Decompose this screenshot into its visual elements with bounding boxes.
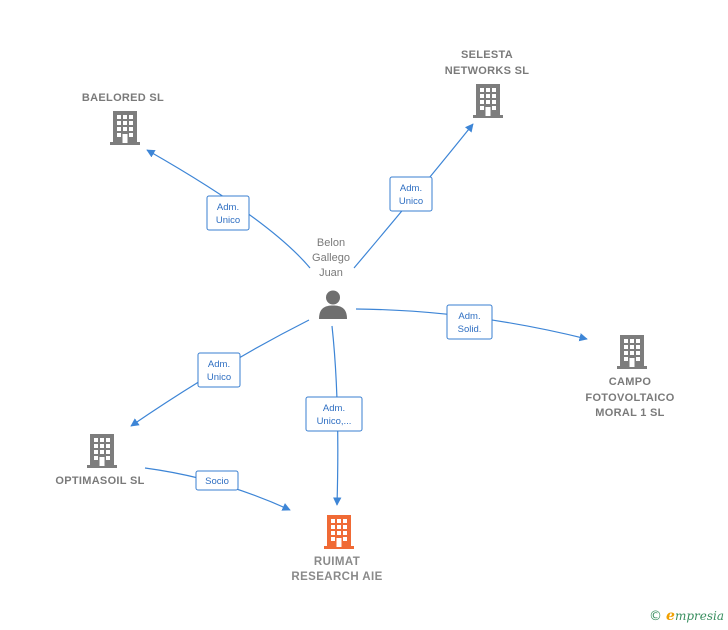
building-icon <box>617 335 647 369</box>
node-person[interactable]: Belon Gallego Juan <box>312 237 350 319</box>
building-icon <box>324 515 354 549</box>
edge-label-line: Unico <box>207 372 231 383</box>
node-label-line: NETWORKS SL <box>445 65 530 77</box>
node-label-line: Belon <box>317 237 345 249</box>
edge-label-optimasoil-ruimat[interactable]: Socio <box>195 470 239 491</box>
edge-label-line: Adm. <box>217 202 239 213</box>
edge-label-line: Adm. <box>323 403 345 414</box>
edge-label-line: Socio <box>205 476 229 487</box>
node-label-line: FOTOVOLTAICO <box>585 392 674 404</box>
brand-watermark: ©empresia <box>649 608 724 624</box>
node-label-line: CAMPO <box>609 376 652 388</box>
building-icon <box>87 434 117 468</box>
node-ruimat[interactable]: RUIMAT RESEARCH AIE <box>291 515 382 583</box>
node-label-line: SELESTA <box>461 49 513 61</box>
building-icon <box>110 111 140 145</box>
edge-label-line: Adm. <box>208 359 230 370</box>
brand-logo-initial: e <box>666 608 675 624</box>
node-selesta[interactable]: SELESTA NETWORKS SL <box>445 49 530 118</box>
node-label-line: RESEARCH AIE <box>291 571 382 583</box>
node-label-line: OPTIMASOIL SL <box>55 475 144 487</box>
node-label-line: BAELORED SL <box>82 92 164 104</box>
node-label-line: MORAL 1 SL <box>595 407 664 419</box>
node-baelored[interactable]: BAELORED SL <box>82 92 164 145</box>
person-icon <box>319 290 347 319</box>
node-optimasoil[interactable]: OPTIMASOIL SL <box>55 434 144 487</box>
edge-label-line: Unico <box>216 215 240 226</box>
edge-label-optimasoil[interactable]: Adm. Unico <box>197 352 241 388</box>
brand-logo-text: mpresia <box>674 609 724 623</box>
building-icon <box>473 84 503 118</box>
copyright-icon: © <box>649 609 663 624</box>
edge-label-line: Solid. <box>458 324 482 335</box>
node-label-line: Gallego <box>312 252 350 264</box>
node-label-line: Juan <box>319 267 343 279</box>
node-label-line: RUIMAT <box>314 556 360 568</box>
edge-label-line: Adm. <box>458 311 480 322</box>
edge-label-baelored[interactable]: Adm. Unico <box>206 195 250 231</box>
edge-label-line: Unico,... <box>317 416 352 427</box>
edge-label-ruimat[interactable]: Adm. Unico,... <box>305 396 363 432</box>
node-campo[interactable]: CAMPO FOTOVOLTAICO MORAL 1 SL <box>585 335 674 419</box>
edge-label-selesta[interactable]: Adm. Unico <box>389 176 433 212</box>
edge-label-campo[interactable]: Adm. Solid. <box>446 304 493 340</box>
edges <box>130 123 588 511</box>
edge-label-line: Unico <box>399 196 423 207</box>
edge-label-line: Adm. <box>400 183 422 194</box>
